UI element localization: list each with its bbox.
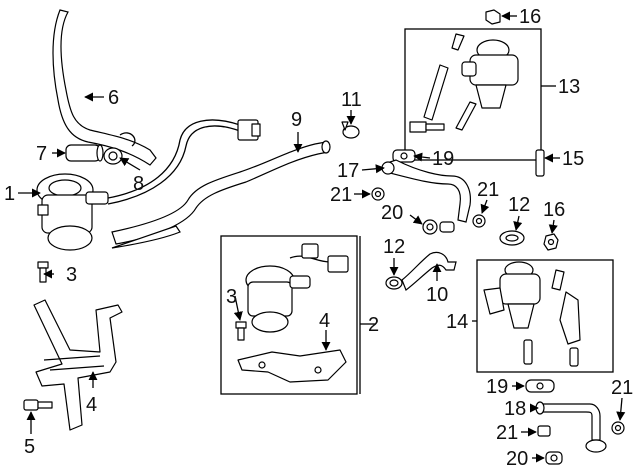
detail-box-13 — [404, 28, 542, 161]
bracket-4-left — [33, 299, 123, 431]
box14-valve — [483, 261, 581, 367]
gasket-19-bottom — [525, 379, 555, 393]
detail-box-14 — [476, 259, 614, 373]
gasket-20-bottom — [545, 451, 563, 465]
gasket-19-top — [392, 149, 416, 163]
callout-10: 10 — [426, 284, 448, 306]
callout-9: 9 — [291, 109, 302, 131]
hose-9 — [111, 140, 331, 249]
nut-21-b — [472, 214, 486, 228]
callout-17: 17 — [337, 160, 359, 182]
callout-2: 2 — [368, 314, 379, 336]
clamp-12-right — [499, 230, 525, 246]
callout-21-d: 21 — [496, 422, 518, 444]
pipe-17 — [381, 159, 471, 223]
nut-21-a — [371, 187, 385, 201]
hose-7 — [65, 144, 104, 162]
nut-21-d — [537, 425, 551, 437]
callout-4-left: 4 — [86, 394, 97, 416]
callout-6: 6 — [108, 87, 119, 109]
box2-bracket-4 — [237, 349, 347, 383]
callout-16-right: 16 — [543, 199, 565, 221]
callout-14: 14 — [446, 311, 468, 333]
box13-valve — [409, 33, 519, 133]
box2-bolt-3 — [235, 321, 247, 341]
callout-19-bottom: 19 — [486, 376, 508, 398]
stud-15 — [535, 149, 545, 177]
bolt-3-left — [37, 261, 49, 283]
hose-6 — [52, 9, 157, 166]
callout-19-top: 19 — [432, 148, 454, 170]
callout-11: 11 — [341, 89, 362, 111]
nut-16-top — [485, 9, 501, 25]
callout-16-top: 16 — [519, 6, 541, 28]
bolt-5 — [23, 399, 53, 411]
clamp-8 — [103, 147, 123, 165]
callout-12-left: 12 — [383, 236, 405, 258]
clamp-11 — [341, 121, 360, 139]
air-pump-1 — [36, 173, 109, 251]
callout-18: 18 — [504, 398, 526, 420]
callout-4-box: 4 — [319, 310, 330, 332]
callout-labels: 1 2 3 3 4 4 5 6 7 8 9 10 11 12 12 13 14 … — [4, 6, 633, 470]
callout-1: 1 — [4, 183, 15, 205]
callout-21-b: 21 — [477, 179, 499, 201]
nut-21-c — [611, 421, 625, 435]
callout-3-box: 3 — [226, 286, 237, 308]
callout-15: 15 — [562, 148, 584, 170]
callout-12-right: 12 — [508, 194, 530, 216]
callout-20-bottom: 20 — [506, 448, 528, 470]
hose-10 — [401, 251, 457, 291]
callout-21-c: 21 — [611, 377, 633, 399]
callout-5: 5 — [24, 436, 35, 458]
box2-pump — [245, 243, 349, 333]
callout-8: 8 — [133, 173, 144, 195]
callout-13: 13 — [558, 76, 580, 98]
gasket-20-mid — [422, 219, 455, 235]
clamp-12-left — [385, 276, 403, 290]
nut-16-right — [543, 233, 559, 251]
callout-3-left: 3 — [66, 264, 77, 286]
leader-lines — [18, 11, 626, 463]
callout-21-a: 21 — [330, 184, 352, 206]
callout-20-mid: 20 — [381, 202, 403, 224]
detail-box-2 — [220, 235, 358, 395]
wire-harness — [107, 119, 261, 205]
callout-7: 7 — [36, 143, 47, 165]
